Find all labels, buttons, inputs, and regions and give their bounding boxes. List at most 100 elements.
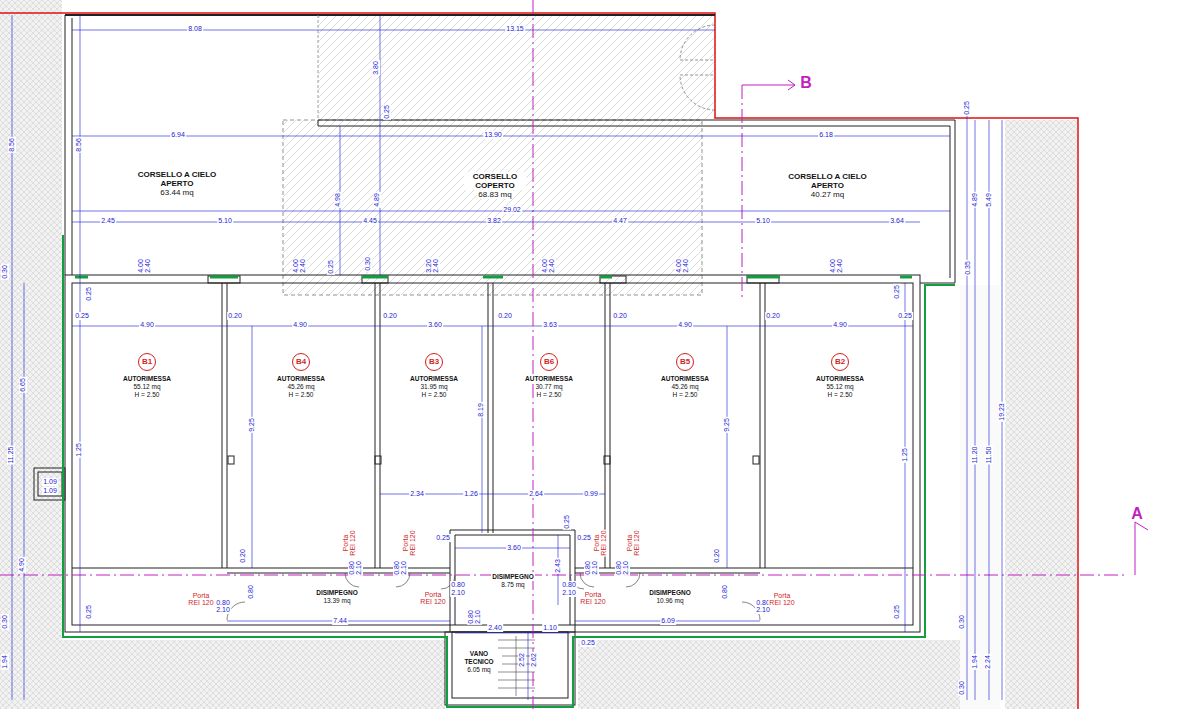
dimension: 1.09 bbox=[42, 487, 58, 495]
room-area: 63.44 mq bbox=[159, 188, 194, 197]
service-room: VANO TECNICO6.05 mq bbox=[456, 636, 502, 700]
room-area: 30.77 mq bbox=[534, 383, 563, 391]
dimension: 5.10 bbox=[755, 217, 771, 225]
room-name: DISIMPEGNO bbox=[315, 589, 359, 597]
unit-tag: B3 bbox=[425, 353, 443, 371]
door-label: REI 120 bbox=[349, 529, 357, 556]
dimension: 13.90 bbox=[483, 131, 503, 139]
room-area: 6.05 mq bbox=[466, 666, 492, 674]
dimension: 9.25 bbox=[248, 417, 256, 433]
room-height: H = 2.50 bbox=[288, 391, 315, 399]
dimension: 4.45 bbox=[362, 217, 378, 225]
dimension: 0.20 bbox=[765, 312, 781, 320]
room-height: H = 2.50 bbox=[827, 391, 854, 399]
room-height: H = 2.50 bbox=[421, 391, 448, 399]
dimension: 0.25 bbox=[963, 100, 971, 116]
dimension: 0.20 bbox=[382, 312, 398, 320]
dimension: 0.25 bbox=[74, 312, 90, 320]
dimension: 2.40 bbox=[836, 258, 844, 274]
room-area: 55.12 mq bbox=[825, 383, 854, 391]
dimension: 0.35 bbox=[964, 260, 972, 276]
dimension: 11.20 bbox=[971, 446, 979, 465]
room-height: H = 2.50 bbox=[536, 391, 563, 399]
dimension: 11.25 bbox=[7, 446, 15, 465]
service-room: DISIMPEGNO10.96 mq bbox=[610, 576, 730, 616]
dimension: 1.94 bbox=[1, 654, 9, 670]
dimension: 6.94 bbox=[170, 131, 186, 139]
dimension: 29.02 bbox=[502, 206, 522, 214]
room-area: 40.27 mq bbox=[810, 190, 845, 199]
dimension: 2.64 bbox=[528, 490, 544, 498]
dimension: 3.80 bbox=[372, 60, 380, 76]
dimension: 2.40 bbox=[432, 258, 440, 274]
dimension: 6.65 bbox=[19, 377, 27, 393]
room-area: 10.96 mq bbox=[655, 597, 684, 605]
driveway-area: CORSELLO A CIELO APERTO63.44 mq bbox=[72, 120, 282, 270]
dimension: 2.45 bbox=[100, 217, 116, 225]
unit-tag: B2 bbox=[831, 353, 849, 371]
room-height: H = 2.50 bbox=[134, 391, 161, 399]
dimension: 2.40 bbox=[144, 258, 152, 274]
dimension: 0.25 bbox=[576, 534, 592, 542]
dimension: 0.25 bbox=[85, 286, 93, 302]
driveway-area: CORSELLO COPERTO68.83 mq bbox=[290, 125, 700, 275]
dimension: 0.25 bbox=[893, 284, 901, 300]
dimension: 3.82 bbox=[486, 217, 502, 225]
dimension: 2.10 bbox=[622, 560, 630, 576]
dimension: 4.47 bbox=[612, 217, 628, 225]
room-area: 45.26 mq bbox=[286, 383, 315, 391]
dimension: 2.40 bbox=[682, 258, 690, 274]
dimension: 0.20 bbox=[497, 312, 513, 320]
door-label: REI 120 bbox=[187, 599, 214, 607]
dimension: 3.63 bbox=[542, 321, 558, 329]
dimension: 2.10 bbox=[474, 609, 482, 625]
unit-tag: B1 bbox=[138, 353, 156, 371]
room-name: DISIMPEGNO bbox=[648, 589, 692, 597]
unit-tag: B5 bbox=[676, 353, 694, 371]
dimension: 2.10 bbox=[400, 560, 408, 576]
section-marker: A bbox=[1130, 505, 1144, 522]
dimension: 2.10 bbox=[591, 560, 599, 576]
dimension: 5.49 bbox=[985, 192, 993, 208]
dimension: 2.10 bbox=[561, 589, 577, 597]
room-name: VANO TECNICO bbox=[456, 650, 502, 666]
driveway-area: CORSELLO A CIELO APERTO40.27 mq bbox=[705, 125, 950, 275]
room-height: H = 2.50 bbox=[672, 391, 699, 399]
room-area: 55.12 mq bbox=[132, 383, 161, 391]
dimension: 8.19 bbox=[477, 402, 485, 418]
dimension: 1.26 bbox=[463, 490, 479, 498]
dimension: 2.24 bbox=[984, 654, 992, 670]
service-room: DISIMPEGNO13.39 mq bbox=[262, 576, 412, 616]
dimension: 3.60 bbox=[427, 321, 443, 329]
area-name: CORSELLO A CIELO APERTO bbox=[787, 172, 869, 190]
dimension: 13.15 bbox=[505, 25, 525, 33]
dimension: 0.30 bbox=[364, 256, 372, 272]
dimension: 0.25 bbox=[327, 259, 335, 275]
dimension: 4.90 bbox=[18, 557, 26, 573]
room-area: 13.39 mq bbox=[322, 597, 351, 605]
dimension: 2.10 bbox=[755, 606, 771, 614]
dimension: 4.98 bbox=[334, 192, 342, 208]
door-label: REI 120 bbox=[633, 529, 641, 556]
door-label: REI 120 bbox=[768, 599, 795, 607]
door-label: REI 120 bbox=[579, 598, 606, 606]
dimension: 4.89 bbox=[373, 192, 381, 208]
dimension: 2.43 bbox=[554, 558, 562, 574]
dimension: 0.25 bbox=[383, 104, 391, 120]
dimension: 11.50 bbox=[985, 446, 993, 465]
dimension: 0.80 bbox=[721, 584, 729, 600]
dimension: 0.25 bbox=[897, 312, 913, 320]
dimension: 3.64 bbox=[889, 217, 905, 225]
dimension: 0.30 bbox=[958, 680, 966, 696]
dimension: 2.10 bbox=[450, 589, 466, 597]
dimension: 3.60 bbox=[506, 544, 522, 552]
room-name: AUTORIMESSA bbox=[815, 375, 865, 383]
dimension: 1.94 bbox=[971, 654, 979, 670]
dimension: 0.20 bbox=[713, 548, 721, 564]
door-label: REI 120 bbox=[419, 598, 446, 606]
dimension: 0.25 bbox=[85, 604, 93, 620]
dimension: 0.20 bbox=[227, 312, 243, 320]
dimension: 0.80 bbox=[561, 581, 577, 589]
dimension: 0.99 bbox=[583, 490, 599, 498]
